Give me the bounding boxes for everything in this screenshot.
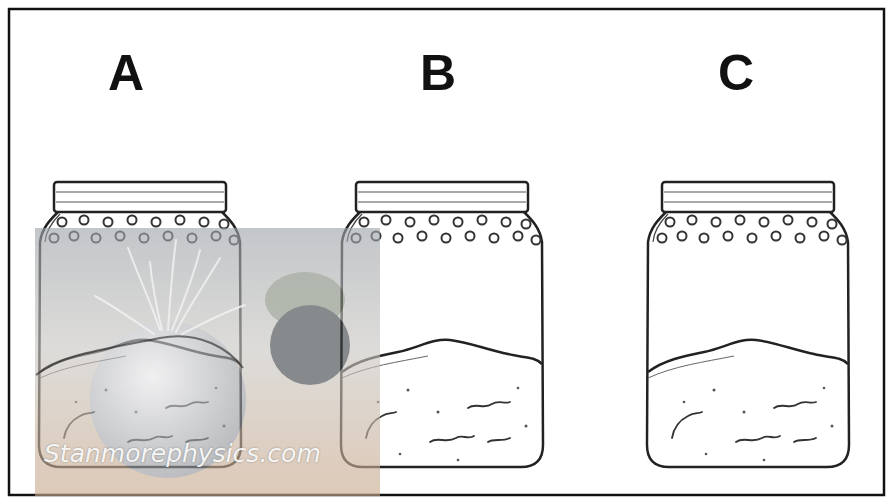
jar-letter: A xyxy=(108,48,144,98)
plant-photo-overlay xyxy=(35,228,380,496)
plant-leaves xyxy=(95,240,245,334)
jar-letter: C xyxy=(718,48,754,98)
watermark: Stanmorephysics.com xyxy=(44,440,321,468)
outer-frame xyxy=(9,9,884,495)
jar-letter: B xyxy=(420,48,456,98)
jar-c xyxy=(647,182,849,467)
